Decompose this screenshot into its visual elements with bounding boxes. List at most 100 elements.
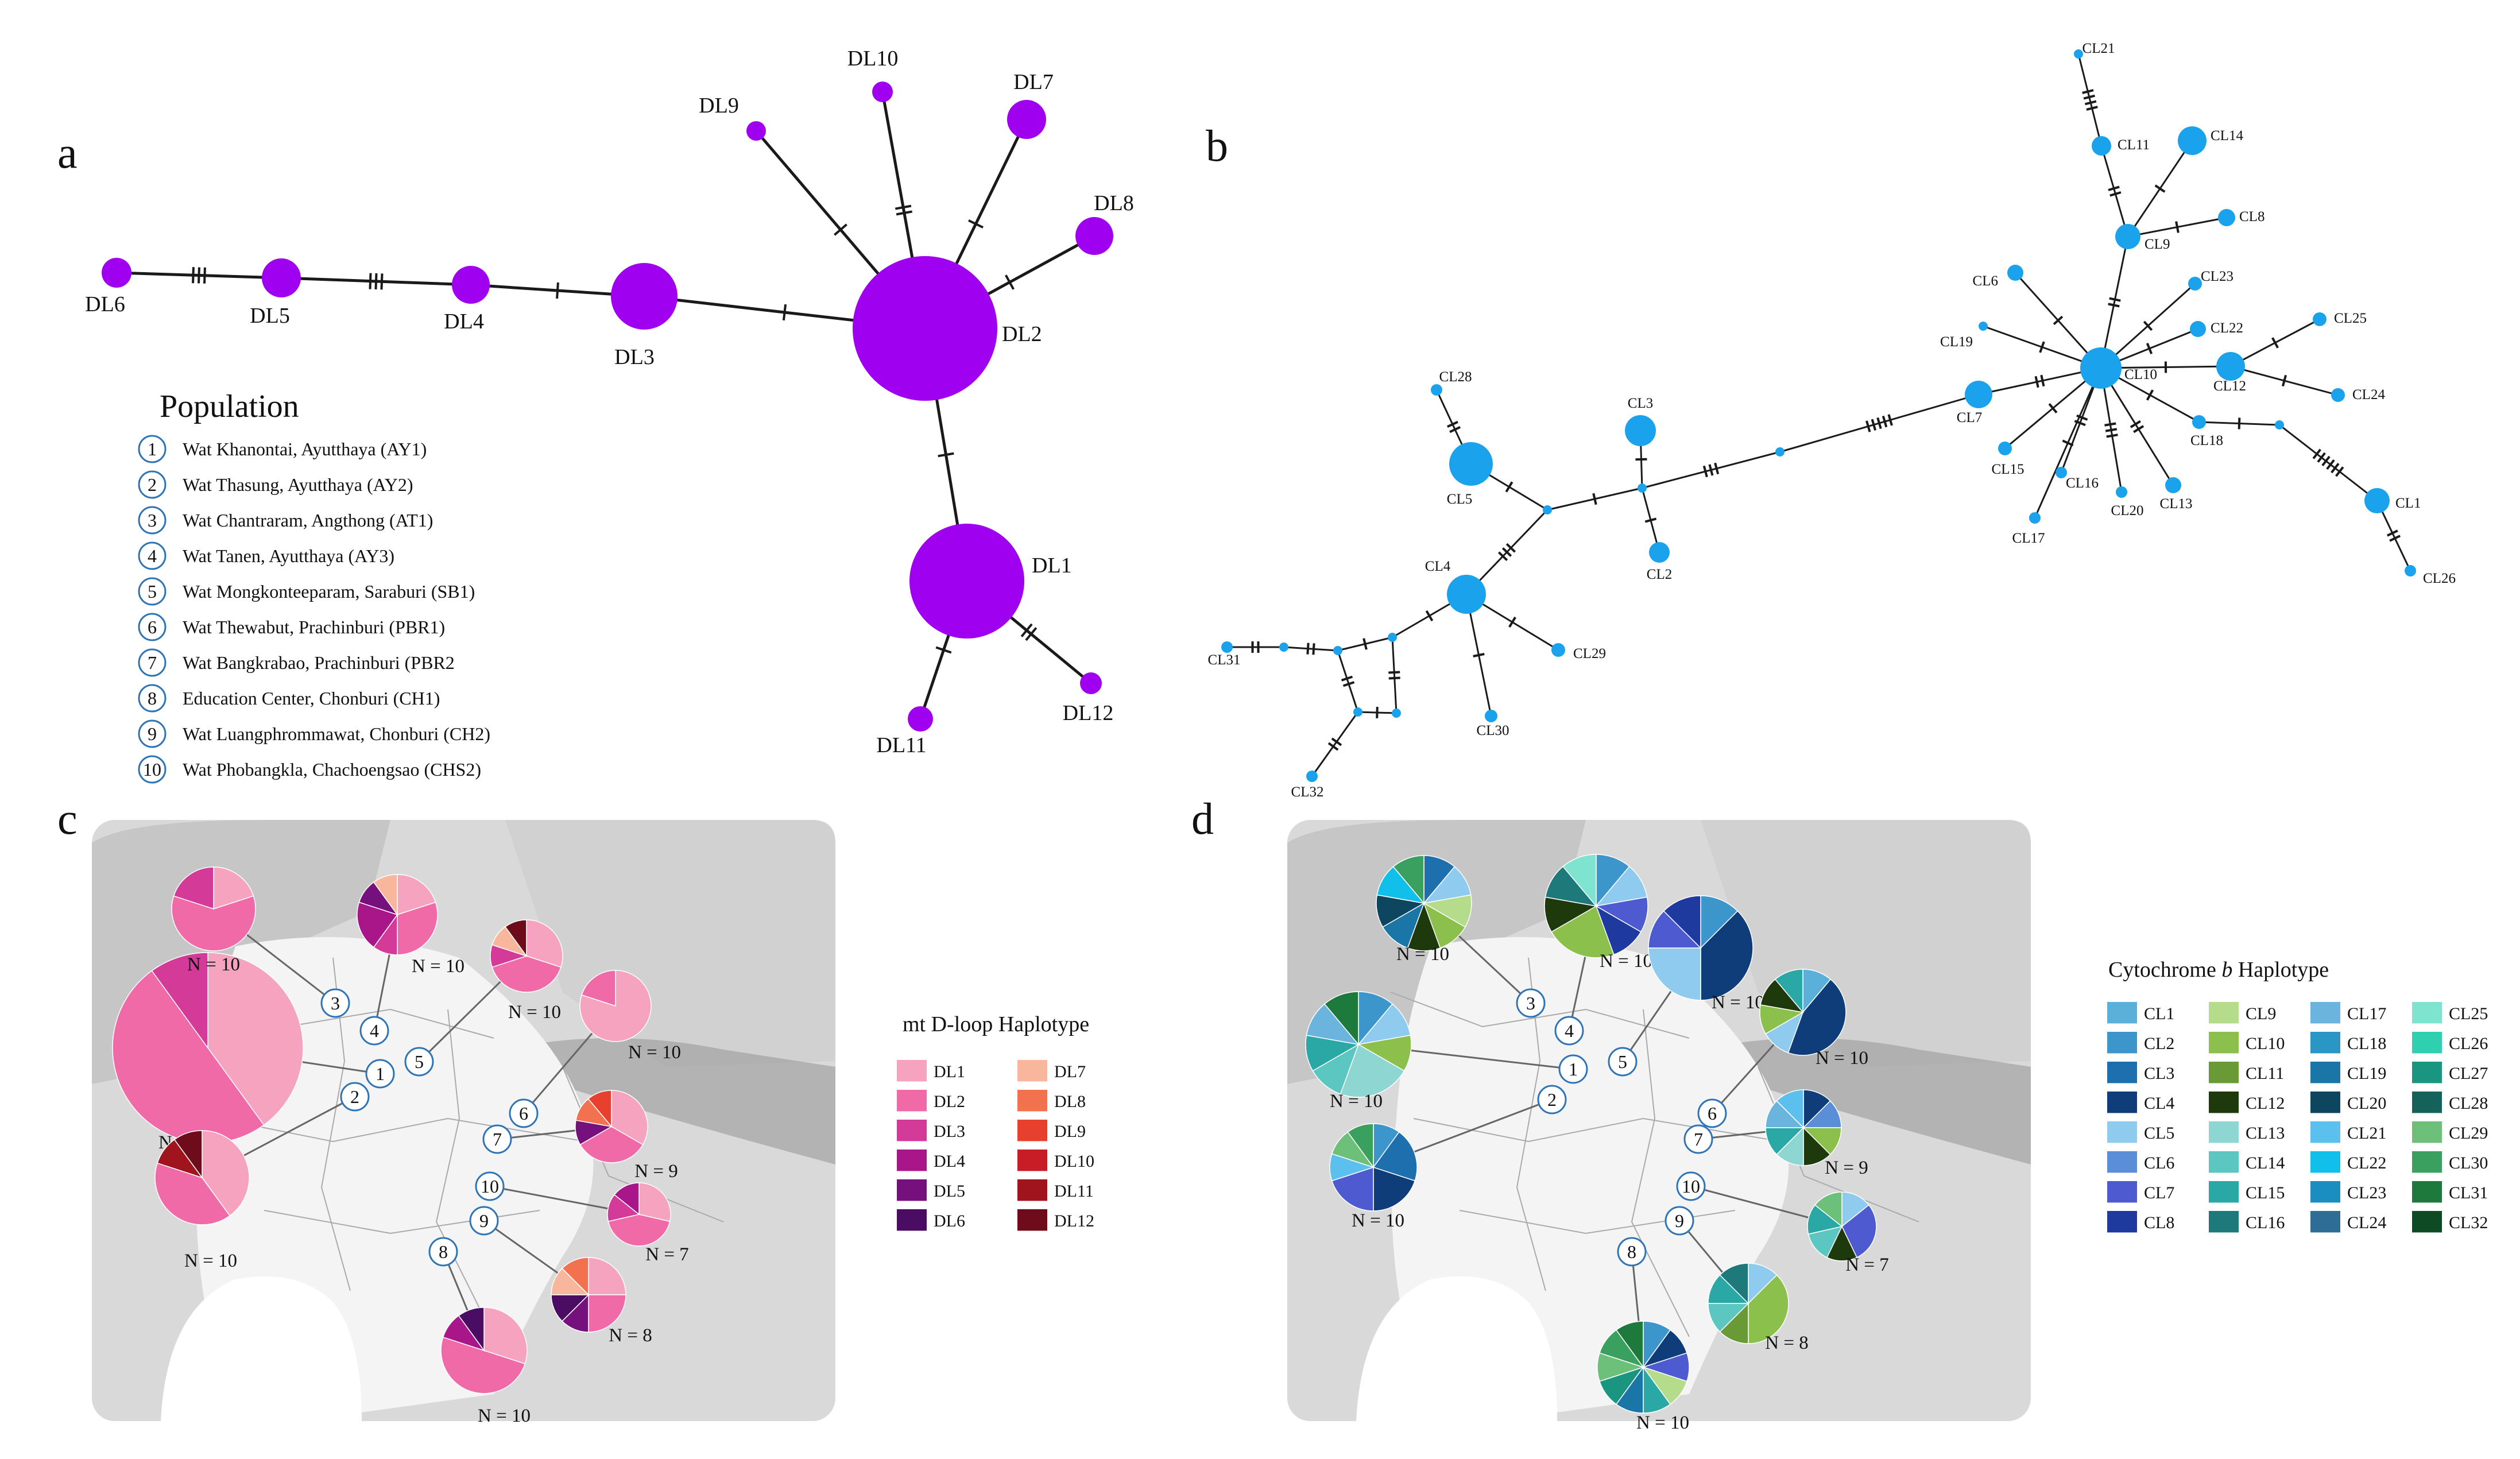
site-2-pie-slice bbox=[1372, 1131, 1418, 1182]
legend-swatch-cl10 bbox=[2209, 1032, 2239, 1054]
legend-swatch-cl8 bbox=[2107, 1211, 2137, 1233]
mutation-tick bbox=[556, 282, 559, 299]
mutation-tick bbox=[1702, 465, 1708, 478]
mutation-tick bbox=[1497, 551, 1508, 562]
site-8-pie-slice bbox=[1615, 1321, 1644, 1369]
legend-label-cl24: CL24 bbox=[2347, 1213, 2386, 1232]
legend-label-cl19: CL19 bbox=[2347, 1064, 2386, 1083]
cytb-legend-title: Cytochrome b Haplotype bbox=[2108, 958, 2329, 982]
population-number-circle bbox=[138, 648, 167, 677]
mutation-tick bbox=[203, 267, 206, 284]
node-label-cl17: CL17 bbox=[2012, 531, 2045, 546]
site-4-pie-slice bbox=[1551, 905, 1615, 958]
edge-CL11-CL21 bbox=[2077, 53, 2103, 146]
node-cl11 bbox=[2092, 136, 2111, 156]
node-dl4 bbox=[452, 266, 490, 304]
legend-swatch-cl21 bbox=[2310, 1121, 2340, 1143]
legend-label-dl6: DL6 bbox=[934, 1212, 965, 1230]
edge-i4-CL1 bbox=[2279, 424, 2378, 502]
legend-label-cl10: CL10 bbox=[2246, 1034, 2285, 1053]
mutation-tick bbox=[2085, 100, 2097, 106]
site-10-pie-slice bbox=[1841, 1204, 1877, 1259]
legend-swatch-dl12 bbox=[1017, 1209, 1047, 1231]
mutation-tick bbox=[2321, 455, 2331, 467]
mutation-tick bbox=[2154, 184, 2166, 193]
node-cl13 bbox=[2165, 477, 2181, 493]
legend-swatch-dl5 bbox=[897, 1179, 927, 1201]
legend-swatch-cl19 bbox=[2310, 1062, 2340, 1083]
mutation-tick bbox=[2083, 94, 2095, 100]
site-number: 10 bbox=[1682, 1176, 1700, 1197]
site-number: 9 bbox=[479, 1210, 489, 1231]
legend-label-cl28: CL28 bbox=[2449, 1094, 2488, 1113]
population-number: 5 bbox=[148, 581, 157, 602]
mutation-tick bbox=[2053, 315, 2064, 326]
site-number-circle bbox=[1516, 988, 1546, 1018]
mutation-tick bbox=[834, 223, 847, 236]
mutation-tick bbox=[2082, 89, 2094, 94]
mutation-tick bbox=[1505, 543, 1516, 553]
node-dl2 bbox=[853, 256, 997, 401]
site-5-pie-slice bbox=[1648, 947, 1701, 1001]
sample-size-label: N = 10 bbox=[412, 956, 464, 977]
node-cl30 bbox=[1485, 710, 1497, 722]
site-number-circle bbox=[404, 1047, 434, 1077]
legend-swatch-dl8 bbox=[1017, 1090, 1047, 1112]
site-9-pie-slice bbox=[588, 1294, 626, 1333]
population-number: 10 bbox=[143, 759, 161, 780]
node-label-cl8: CL8 bbox=[2239, 209, 2264, 225]
node-dl6 bbox=[102, 258, 131, 288]
mutation-tick bbox=[2076, 414, 2088, 421]
population-name: Wat Phobangkla, Chachoengsao (CHS2) bbox=[183, 759, 481, 780]
site-6-pie-slice bbox=[1774, 969, 1803, 1014]
legend-label-dl9: DL9 bbox=[1054, 1122, 1086, 1141]
mutation-tick bbox=[1342, 681, 1355, 687]
population-name: Wat Khanontai, Ayutthaya (AY1) bbox=[183, 439, 427, 459]
population-number: 3 bbox=[148, 510, 157, 531]
site-7-pie-slice bbox=[579, 1126, 644, 1163]
mutation-tick bbox=[1592, 493, 1597, 505]
site-number: 7 bbox=[1694, 1129, 1703, 1150]
node-dl8 bbox=[1075, 217, 1113, 255]
legend-swatch-cl12 bbox=[2209, 1092, 2239, 1113]
population-name: Wat Tanen, Ayutthaya (AY3) bbox=[183, 545, 394, 566]
node-cl16 bbox=[2056, 467, 2067, 478]
mutation-tick bbox=[2386, 529, 2398, 537]
sample-size-label: N = 10 bbox=[1600, 951, 1652, 972]
province-border bbox=[1758, 1066, 1919, 1222]
edge-CL1-CL26 bbox=[2376, 500, 2411, 571]
node-label-cl13: CL13 bbox=[2160, 496, 2193, 512]
node-label-cl19: CL19 bbox=[1940, 334, 1973, 350]
site-8-pie-slice bbox=[440, 1336, 526, 1394]
sample-size-label: N = 10 bbox=[187, 954, 240, 975]
sample-size-label: N = 10 bbox=[1712, 992, 1764, 1013]
site-2-pie-slice bbox=[1347, 1123, 1374, 1169]
province-border bbox=[435, 1009, 494, 1337]
mutation-tick bbox=[2034, 376, 2039, 388]
mutation-tick bbox=[2335, 466, 2344, 477]
median-vector-node bbox=[1543, 505, 1552, 514]
node-label-dl2: DL2 bbox=[1002, 322, 1042, 346]
legend-label-cl4: CL4 bbox=[2144, 1094, 2174, 1113]
node-label-cl10: CL10 bbox=[2124, 367, 2157, 382]
node-label-cl12: CL12 bbox=[2213, 378, 2246, 394]
site-8-pie-slice bbox=[458, 1307, 485, 1352]
population-number-circle bbox=[138, 577, 167, 606]
mutation-tick bbox=[1871, 419, 1877, 431]
legend-swatch-cl1 bbox=[2107, 1002, 2137, 1024]
site-number-circle bbox=[1697, 1098, 1727, 1128]
mutation-tick bbox=[1005, 274, 1015, 290]
population-number-circle bbox=[138, 613, 167, 641]
mutation-tick bbox=[2133, 425, 2144, 434]
site-number-circle bbox=[1558, 1054, 1588, 1084]
mutation-tick bbox=[1644, 517, 1657, 523]
site-7-pie-slice bbox=[611, 1090, 648, 1145]
site-1-pie-slice bbox=[1323, 991, 1359, 1046]
node-cl1 bbox=[2364, 488, 2390, 513]
site-number: 7 bbox=[493, 1129, 502, 1150]
node-dl5 bbox=[262, 258, 301, 297]
population-number-circle bbox=[138, 506, 167, 535]
site-number: 6 bbox=[1708, 1103, 1717, 1124]
node-cl19 bbox=[1979, 322, 1988, 331]
gulf-sea bbox=[1356, 1276, 1557, 1421]
